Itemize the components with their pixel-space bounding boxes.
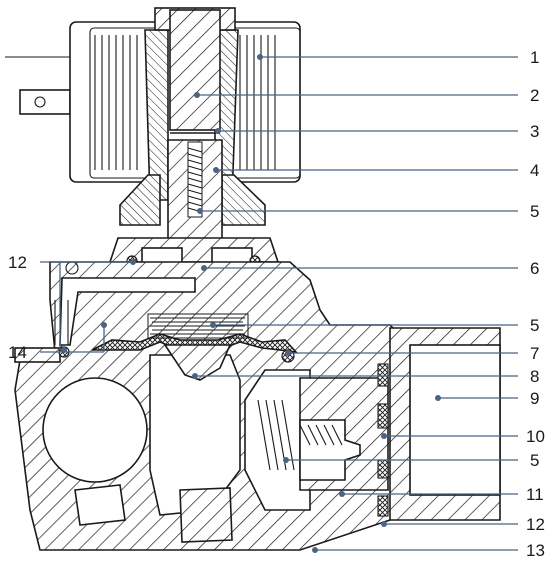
callout-7: 7 [530,344,539,363]
plunger-spring [187,141,203,218]
callout-5b: 5 [530,316,539,335]
leader-lines-right [192,54,518,553]
check-spring [257,399,295,471]
callout-14: 14 [8,343,27,362]
callout-5c: 5 [530,451,539,470]
diaphragm-assembly [58,313,299,381]
armature-assembly [154,7,236,270]
callout-12-left: 12 [8,253,27,272]
callout-8: 8 [530,367,539,386]
callout-12-right: 12 [526,515,545,534]
poppet-spring [299,424,343,446]
callout-6: 6 [530,259,539,278]
callout-11: 11 [526,485,544,504]
callout-4: 4 [530,161,539,180]
callout-numbers-left: 12 14 [8,253,27,362]
leader-lines-left [40,259,136,353]
diaphragm-spring [147,313,249,339]
fixed-core [169,9,221,131]
coil-fins-left [94,35,138,170]
callout-numbers-right: 1 2 3 4 5 6 5 7 8 9 10 5 11 12 13 [526,48,545,560]
callout-13: 13 [526,541,545,560]
callout-10: 10 [526,427,545,446]
solenoid-coil [5,21,301,226]
callout-3: 3 [530,122,539,141]
callout-5a: 5 [530,202,539,221]
callout-1: 1 [530,48,539,67]
callout-2: 2 [530,86,539,105]
callout-9: 9 [530,389,539,408]
